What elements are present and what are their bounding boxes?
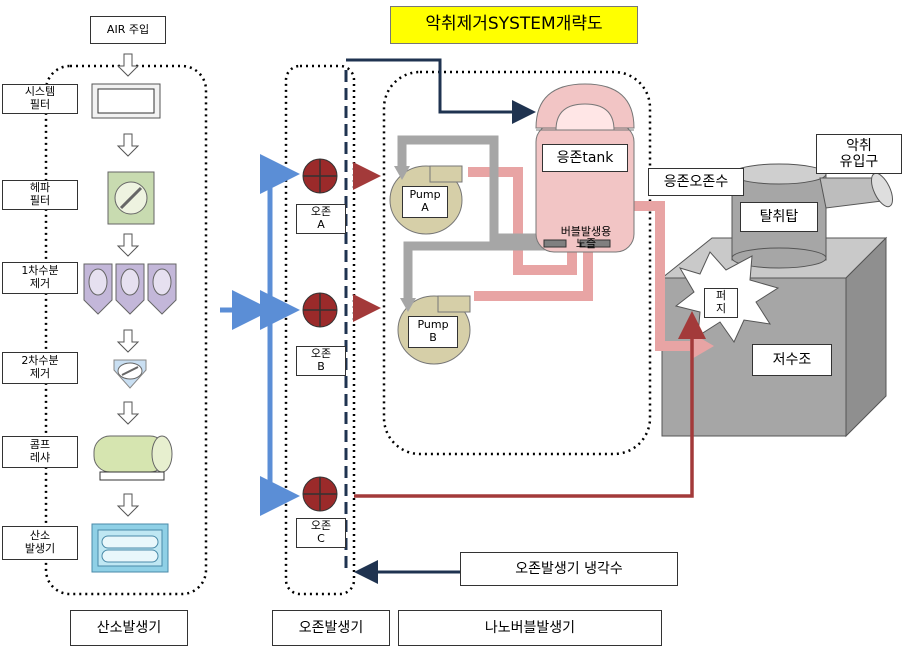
ozone-section-text: 오존발생기 [298,619,364,636]
moisture-trap-icon [83,263,177,315]
droplet-filter-icon [113,359,147,389]
ozone-c-label: 오존 C [296,518,346,548]
ozone-group-outline [284,64,356,596]
oxygen-flow-arrows [116,53,140,517]
dissolved-ozone-text: 응존오존수 [663,173,729,190]
ozone-lines [353,162,706,498]
air-supply-lines [220,154,300,516]
pump-a-text: Pump A [409,188,441,214]
purge-text: 퍼 지 [715,289,727,315]
ozone-b-text: 오존 B [310,347,332,373]
hepa-filter-text: 헤파 필터 [29,181,51,207]
system-filter-text: 시스템 필터 [24,85,56,111]
ozone-a-text: 오존 A [310,205,332,231]
oxygen-generator-label: 산소 발생기 [2,526,78,560]
reservoir-label: 저수조 [752,344,832,376]
deodor-tower-label: 탈취탑 [740,202,818,232]
nano-group-outline [382,70,652,456]
nano-section-text: 나노버블발생기 [484,619,576,636]
gray-arrowhead-a [394,166,410,180]
ozone-unit-a-icon [302,158,338,194]
hepa-filter-icon [107,171,155,225]
ozone-b-label: 오존 B [296,346,346,376]
oxygen-section-label: 산소발생기 [70,610,188,646]
pump-a-label: Pump A [402,186,448,218]
purge-label: 퍼 지 [704,288,738,318]
diagram-title: 악취제거SYSTEM개략도 [390,6,638,44]
oxygen-generator-text: 산소 발생기 [24,529,56,555]
compressor-label: 콤프 레샤 [2,436,78,468]
dissolved-ozone-label: 응존오존수 [648,168,744,196]
gray-pipes [397,135,546,298]
hepa-filter-label: 헤파 필터 [2,180,78,210]
tank-label: 응존tank [542,144,628,172]
ozone-c-text: 오존 C [310,519,332,545]
compressor-icon [93,435,173,481]
diagram-title-text: 악취제거SYSTEM개략도 [425,14,603,35]
nozzle-text: 버블발생용 노즐 [560,225,612,251]
moisture1-text: 1차수분 제거 [21,264,59,290]
nozzle-label: 버블발생용 노즐 [540,214,632,250]
air-input-text: AIR 주입 [106,22,150,36]
gray-arrowhead-b [400,298,416,312]
ozone-unit-c-icon [302,476,338,512]
odor-inlet-label: 악취 유입구 [816,134,902,174]
ozone-unit-b-icon [302,292,338,328]
reservoir-text: 저수조 [772,351,812,368]
compressor-text: 콤프 레샤 [29,438,51,464]
moisture1-label: 1차수분 제거 [2,262,78,294]
air-input-label: AIR 주입 [90,16,166,44]
deodor-tower-text: 탈취탑 [759,208,799,225]
nano-section-label: 나노버블발생기 [398,610,662,646]
ozone-a-label: 오존 A [296,204,346,234]
dissolved-ozone-arrowhead [690,332,714,360]
odor-inlet-text: 악취 유입구 [839,137,879,170]
moisture2-label: 2차수분 제거 [2,352,78,384]
pump-b-text: Pump B [417,318,449,344]
pink-pipes [468,167,692,351]
oxygen-section-text: 산소발생기 [96,619,162,636]
cooling-water-label: 오존발생기 냉각수 [460,552,678,586]
cooling-water-line [344,58,536,584]
oxygen-generator-icon [91,523,169,573]
filter-box-icon [91,83,161,119]
cooling-water-text: 오존발생기 냉각수 [515,560,623,577]
ozone-section-label: 오존발생기 [272,610,390,646]
pump-b-label: Pump B [408,316,458,348]
moisture2-text: 2차수분 제거 [21,354,59,380]
tank-text: 응존tank [556,149,614,166]
system-filter-label: 시스템 필터 [2,84,78,114]
